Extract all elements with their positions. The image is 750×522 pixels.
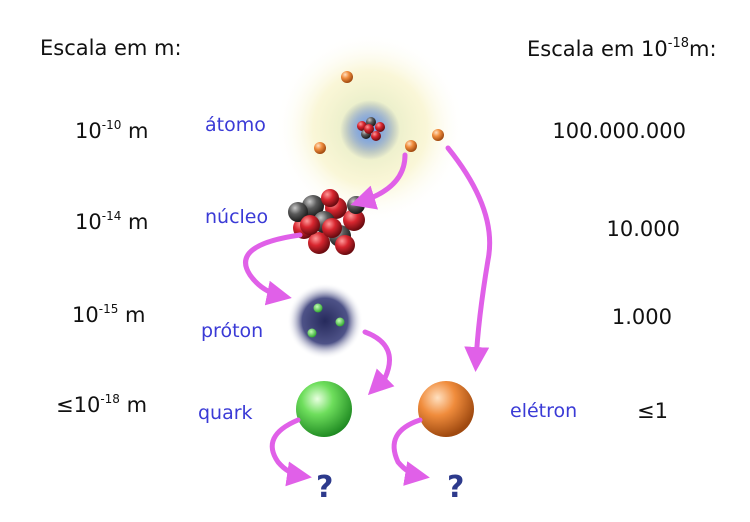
scale-base: 10 (75, 119, 102, 143)
arrow-proton-to-quark (362, 329, 395, 396)
right-header-suffix: m: (689, 37, 717, 61)
quark-dot (313, 303, 323, 313)
electron-sphere (418, 381, 474, 437)
label-proton: próton (201, 320, 264, 342)
label-quark: quark (198, 402, 253, 424)
scale-nucleus: 10-14 m (75, 209, 149, 234)
left-scale-header: Escala em m: (40, 36, 182, 60)
scale-atom: 10-10 m (75, 118, 149, 143)
scale-unit: m (126, 393, 148, 417)
scale-proton: 10-15 m (72, 302, 146, 327)
arrow-nucleus-to-proton (243, 232, 303, 306)
atom-electron-dot (314, 142, 326, 154)
scale-base: 10 (72, 303, 99, 327)
unknown-mark-quark: ? (316, 470, 334, 505)
arrow-electron-to-unknown (391, 417, 430, 486)
unknown-mark-electron: ? (447, 470, 465, 505)
value-nucleus: 10.000 (606, 217, 680, 241)
value-quark: ≤1 (637, 399, 668, 423)
scale-base: 10 (73, 393, 101, 417)
nucleus-illustration (288, 189, 365, 255)
scale-quark: ≤10-18 m (56, 392, 147, 417)
scale-exponent: -15 (98, 302, 119, 316)
arrow-atom-to-electron (445, 145, 493, 372)
scale-exponent: -14 (101, 209, 122, 223)
label-electron: elétron (510, 400, 578, 422)
scale-exponent: -18 (100, 392, 120, 406)
atom-electron-dot (432, 129, 444, 141)
atom-illustration (275, 33, 465, 223)
right-header-exponent: -18 (667, 36, 690, 51)
quark-sphere (296, 381, 352, 437)
value-proton: 1.000 (611, 305, 672, 329)
right-scale-header: Escala em 10-18m: (527, 36, 717, 61)
scale-prefix: ≤ (56, 393, 74, 417)
label-atom: átomo (205, 114, 266, 136)
quark-dot (335, 317, 345, 327)
arrow-quark-to-unknown (269, 417, 312, 487)
label-nucleus: núcleo (205, 206, 269, 228)
scale-exponent: -10 (101, 118, 122, 132)
scale-unit: m (128, 119, 149, 143)
atom-electron-dot (405, 140, 417, 152)
right-header-prefix: Escala em 10 (527, 37, 668, 61)
atom-electron-dot (341, 71, 353, 83)
quark-dot (307, 328, 317, 338)
scale-unit: m (128, 210, 149, 234)
scale-unit: m (125, 303, 146, 327)
value-atom: 100.000.000 (552, 119, 686, 143)
proton-illustration (287, 283, 363, 359)
scale-base: 10 (75, 210, 102, 234)
arrow-atom-to-nucleus (350, 152, 408, 210)
